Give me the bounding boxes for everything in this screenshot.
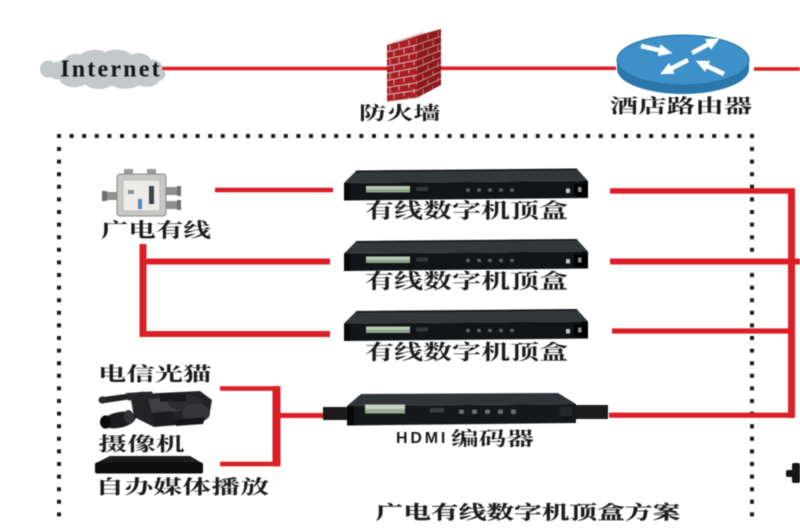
svg-text:HDMI: HDMI — [396, 430, 448, 447]
svg-text:Internet: Internet — [60, 57, 162, 83]
